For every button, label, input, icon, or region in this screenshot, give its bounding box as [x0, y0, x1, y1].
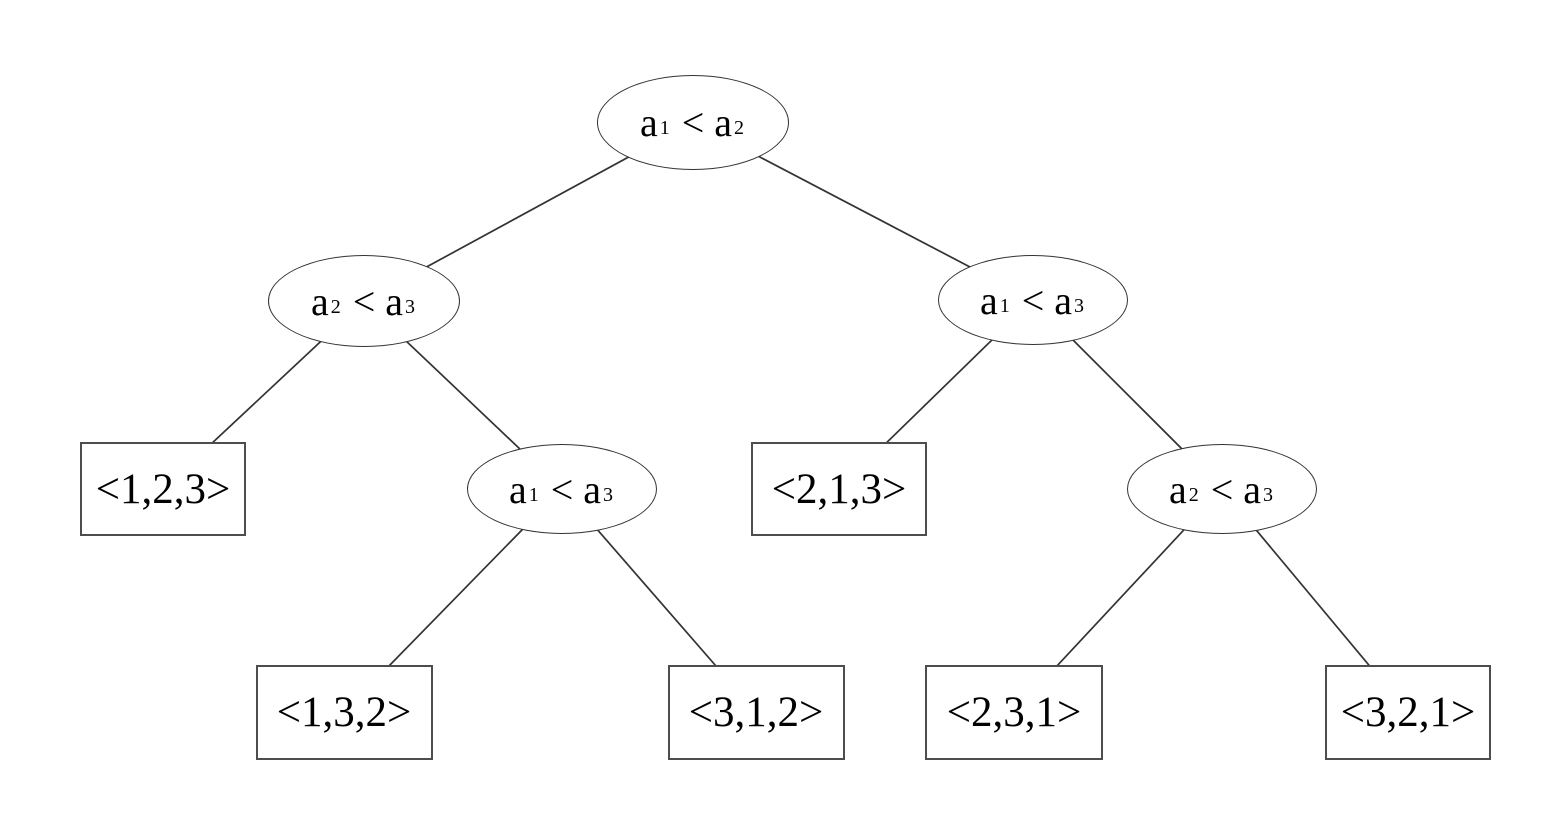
- subscript-text: 1: [528, 484, 539, 507]
- comparison-text: <: [671, 99, 715, 145]
- leaf-node-RRL: <2,3,1>: [925, 664, 1103, 760]
- comparison-text: <: [342, 278, 386, 324]
- leaf-node-RRR: <3,2,1>: [1325, 664, 1491, 760]
- subscript-text: 3: [1263, 484, 1274, 507]
- subscript-text: 2: [1188, 484, 1199, 507]
- comparison-text: <: [1200, 466, 1244, 512]
- comparison-text: a: [1168, 466, 1187, 512]
- leaf-node-LRR: <3,1,2>: [667, 664, 845, 760]
- comparison-text: a: [310, 278, 329, 324]
- leaf-node-RL: <2,1,3>: [751, 442, 927, 536]
- comparison-text: a: [508, 466, 527, 512]
- comparison-text: a: [1243, 466, 1262, 512]
- subscript-text: 1: [659, 117, 670, 140]
- subscript-text: 3: [1074, 295, 1085, 318]
- subscript-text: 3: [603, 484, 614, 507]
- subscript-text: 1: [999, 295, 1010, 318]
- subscript-text: 3: [405, 296, 416, 319]
- comparison-text: a: [979, 277, 998, 323]
- comparison-text: a: [583, 466, 602, 512]
- leaf-node-LRL: <1,3,2>: [255, 664, 433, 760]
- leaf-node-LL: <1,2,3>: [80, 442, 246, 536]
- comparison-text: a: [714, 99, 733, 145]
- comparison-text: <: [540, 466, 584, 512]
- comparison-text: a: [1054, 277, 1073, 323]
- comparison-text: a: [639, 99, 658, 145]
- subscript-text: 2: [330, 296, 341, 319]
- comparison-text: a: [385, 278, 404, 324]
- comparison-text: <: [1011, 277, 1055, 323]
- subscript-text: 2: [734, 117, 745, 140]
